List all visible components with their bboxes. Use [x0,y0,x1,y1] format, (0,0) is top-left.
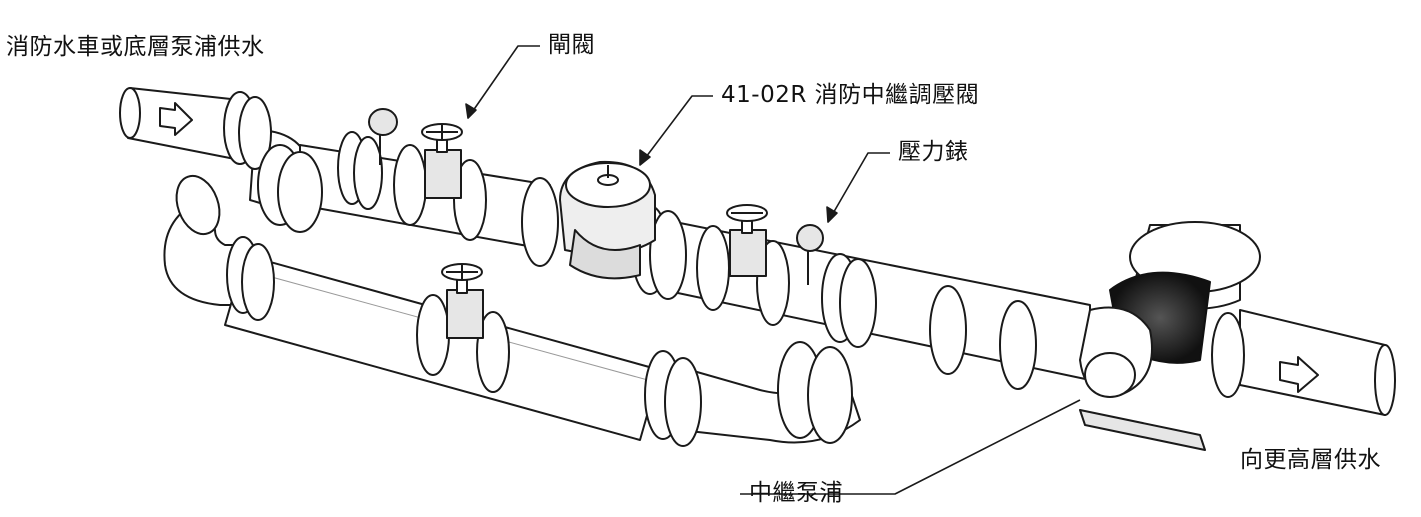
booster-pump [1079,221,1261,451]
pressure-gauges [368,108,824,285]
main-gate-valve [421,123,463,199]
label-booster-pump: 中繼泵浦 [749,480,843,506]
label-source-supply: 消防水車或底層泵浦供水 [6,34,265,60]
bypass-flanges [175,174,853,447]
bypass-gate-valve [441,263,484,339]
downstream-gate-valve [726,204,768,277]
label-prv: 41-02R 消防中繼調壓閥 [721,82,980,108]
prv-valve [559,160,656,280]
label-gate-valve: 閘閥 [548,32,595,58]
label-pressure-gauge: 壓力錶 [898,139,969,165]
label-supply-upper-floor: 向更高層供水 [1240,447,1381,473]
leader-lines [465,45,1081,495]
